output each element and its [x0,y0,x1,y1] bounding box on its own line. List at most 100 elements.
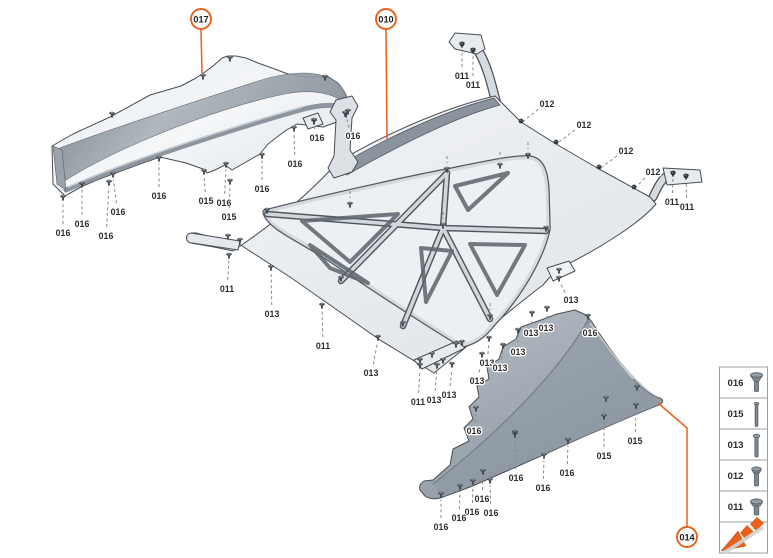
screw-glyph [497,162,503,169]
callout-circle[interactable] [676,526,698,548]
screw-glyph [110,171,116,178]
fastener-label: 013 [511,347,526,357]
screw-glyph [525,152,531,159]
screw-glyph [375,334,381,341]
fastener-label: 016 [484,508,499,518]
fastener-label: 016 [217,198,232,208]
leader-dash-line [227,260,230,281]
screw-glyph [631,184,637,190]
screw-glyph [512,429,518,436]
fastener-annotation: 016 [54,194,72,239]
screw-glyph [223,161,229,168]
screw-glyph [480,468,486,475]
fastener-label: 013 [364,368,379,378]
fastener-label: 011 [665,197,679,207]
leader-dash-line [346,119,350,128]
fastener-label: 016 [467,426,482,436]
fastener-annotation: 012 [631,166,662,190]
screw-glyph [633,402,639,409]
screw-glyph [434,362,440,369]
callout-014[interactable]: 014 [657,402,698,548]
screw-glyph [106,179,112,186]
leader-dash-line [321,310,324,338]
screw-glyph [500,342,506,349]
fastener-label: 011 [455,71,469,81]
leader-dash-line [474,413,477,423]
screw-glyph [453,341,459,348]
screw-glyph [60,194,66,201]
fastener-annotation: 013 [522,310,540,340]
fastener-label: 015 [628,436,643,446]
screw-glyph [79,181,85,188]
fastener-annotation: 012 [553,119,593,145]
legend-row-016[interactable]: 016 [719,366,768,399]
leader-dash-line [112,179,117,204]
fastener-label: 012 [577,120,592,130]
callout-circle[interactable] [375,8,397,30]
fastener-label: 011 [316,341,330,351]
legend-part-number: 015 [727,409,744,420]
fastener-label: 011 [411,397,425,407]
screw-glyph [596,164,602,170]
screw-glyph [556,267,562,274]
screw-glyph [264,207,270,214]
screw-long-small-head-icon [752,433,761,458]
callout-number: 017 [193,14,208,24]
fastener-annotation: 016 [558,437,576,480]
callout-number: 010 [378,14,393,24]
screw-glyph [444,166,450,173]
leader-dash-line [270,272,273,306]
callout-circle[interactable] [190,8,212,30]
fastener-label: 016 [509,473,524,483]
screw-glyph [345,108,351,115]
leader-dash-line [501,350,504,360]
fastener-annotation: 016 [432,491,450,534]
legend-row-011[interactable]: 011 [719,490,768,523]
fastener-label: 016 [255,184,270,194]
screw-glyph [544,305,550,312]
screw-glyph [529,310,535,317]
legend-cell [719,397,768,430]
callout-010[interactable]: 010 [375,8,397,140]
leader-dash-line [487,343,490,355]
legend-row-012[interactable]: 012 [719,459,768,492]
screw-glyph [342,110,348,117]
fastener-label: 013 [470,376,485,386]
fastener-annotation: 016 [253,152,271,195]
fastener-label: 016 [56,228,71,238]
screw-dome-head-icon [749,498,764,516]
fastener-label: 016 [99,231,114,241]
leader-dash-line [634,410,637,433]
screw-glyph [670,170,676,176]
callout-017[interactable]: 017 [190,8,212,74]
screw-glyph [429,351,435,358]
legend-logo-cell [719,517,768,554]
legend-row-013[interactable]: 013 [719,428,768,461]
fastener-label: 013 [265,309,280,319]
fastener-annotation: 012 [518,98,556,124]
fastener-label: 016 [452,513,467,523]
fastener-annotation: 016 [507,431,525,485]
fastener-label: 012 [619,146,634,156]
fastener-label: 016 [288,159,303,169]
legend-cell [719,366,768,399]
screw-glyph [515,327,521,334]
legend-row-015[interactable]: 015 [719,397,768,430]
screw-glyph [459,339,465,346]
screw-glyph [553,139,559,145]
screw-glyph [440,222,446,229]
screw-glyph [683,173,689,179]
fastener-annotation: 015 [220,178,238,223]
screw-glyph [603,395,609,402]
fastener-annotation: 016 [534,452,552,495]
screw-glyph [201,168,207,175]
fastener-annotation: 016 [463,478,481,519]
fastener-annotation: 016 [473,468,491,506]
leader-dash-line [522,108,539,122]
fastener-label: 013 [480,358,495,368]
fastener-annotation: 016 [150,155,168,202]
fastener-label: 016 [310,133,325,143]
callout-leader-line [657,402,688,526]
